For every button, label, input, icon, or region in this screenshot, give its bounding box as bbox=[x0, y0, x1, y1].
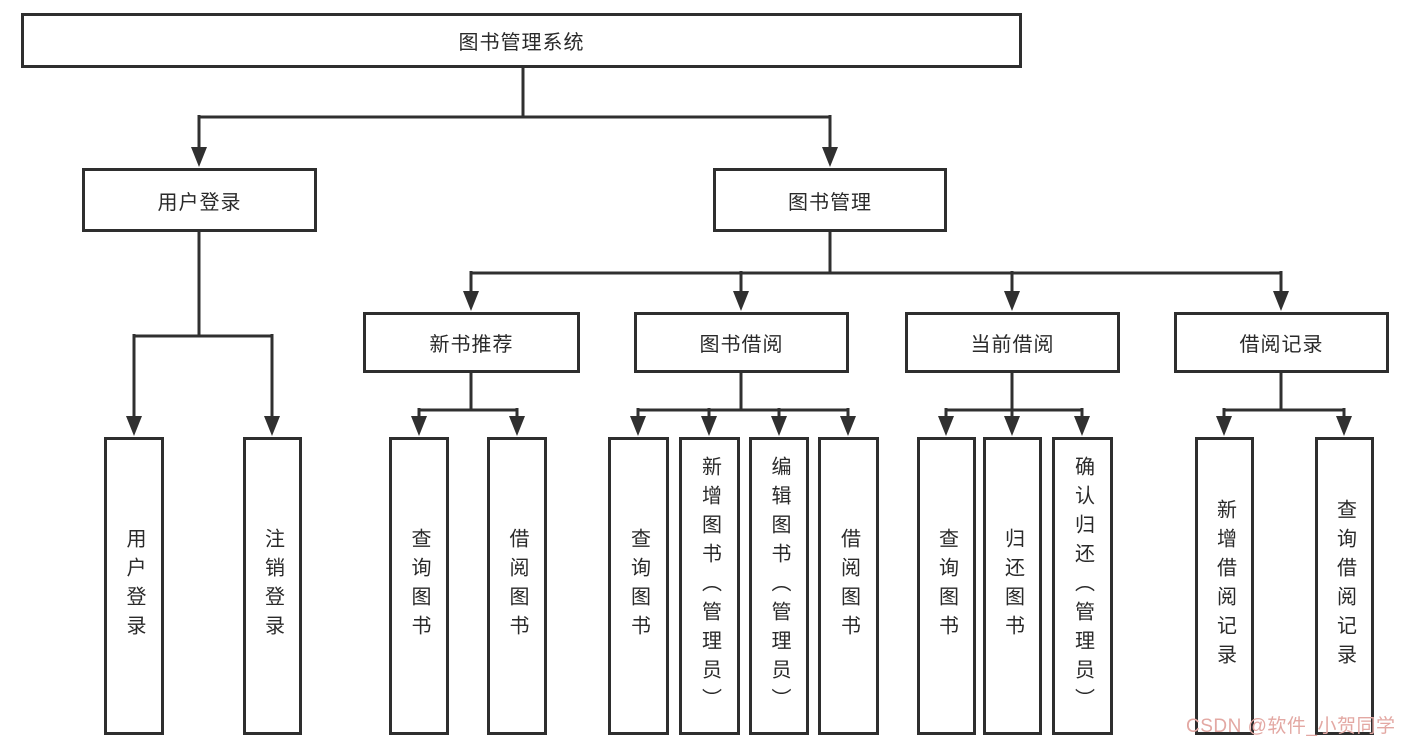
node-label: 借阅记录 bbox=[1239, 334, 1324, 356]
node-label: 图书借阅 bbox=[699, 334, 784, 356]
node-label: 归还图书 bbox=[1001, 528, 1024, 644]
node-label: 注销登录 bbox=[261, 528, 284, 644]
leaf-logout: 注销登录 bbox=[243, 437, 302, 735]
node-label: 确认归还（管理员） bbox=[1071, 455, 1094, 717]
node-label: 新增借阅记录 bbox=[1213, 499, 1236, 673]
leaf-edit-books-admin: 编辑图书（管理员） bbox=[749, 437, 809, 735]
node-label: 编辑图书（管理员） bbox=[768, 455, 790, 717]
leaf-confirm-return-admin: 确认归还（管理员） bbox=[1052, 437, 1113, 735]
leaf-return-books: 归还图书 bbox=[983, 437, 1042, 735]
csdn-watermark: CSDN @软件_小贺同学 bbox=[1186, 716, 1396, 737]
node-library-management-system: 图书管理系统 bbox=[21, 13, 1022, 68]
node-label: 用户登录 bbox=[123, 528, 145, 644]
leaf-add-borrow-record: 新增借阅记录 bbox=[1195, 437, 1254, 735]
leaf-query-books: 查询图书 bbox=[389, 437, 449, 735]
node-borrowing-records: 借阅记录 bbox=[1174, 312, 1389, 373]
leaf-query-books: 查询图书 bbox=[608, 437, 669, 735]
node-label: 图书管理 bbox=[788, 191, 872, 214]
leaf-borrow-books: 借阅图书 bbox=[818, 437, 879, 735]
node-label: 查询借阅记录 bbox=[1333, 499, 1356, 673]
node-label: 新书推荐 bbox=[429, 334, 514, 356]
node-book-borrowing: 图书借阅 bbox=[634, 312, 849, 373]
leaf-borrow-books: 借阅图书 bbox=[487, 437, 547, 735]
node-user-login: 用户登录 bbox=[82, 168, 317, 232]
leaf-add-books-admin: 新增图书（管理员） bbox=[679, 437, 740, 735]
leaf-query-books: 查询图书 bbox=[917, 437, 976, 735]
leaf-user-login: 用户登录 bbox=[104, 437, 164, 735]
node-label: 新增图书（管理员） bbox=[698, 455, 721, 717]
leaf-query-borrow-record: 查询借阅记录 bbox=[1315, 437, 1374, 735]
node-label: 借阅图书 bbox=[506, 528, 528, 644]
node-label: 查询图书 bbox=[627, 528, 650, 644]
node-current-borrowing: 当前借阅 bbox=[905, 312, 1120, 373]
node-label: 当前借阅 bbox=[970, 334, 1055, 356]
node-label: 图书管理系统 bbox=[458, 32, 585, 54]
node-label: 查询图书 bbox=[935, 528, 958, 644]
node-label: 查询图书 bbox=[408, 528, 430, 644]
node-label: 用户登录 bbox=[157, 191, 242, 214]
node-book-management: 图书管理 bbox=[713, 168, 947, 232]
node-label: 借阅图书 bbox=[837, 528, 860, 644]
node-new-book-recommend: 新书推荐 bbox=[363, 312, 580, 373]
